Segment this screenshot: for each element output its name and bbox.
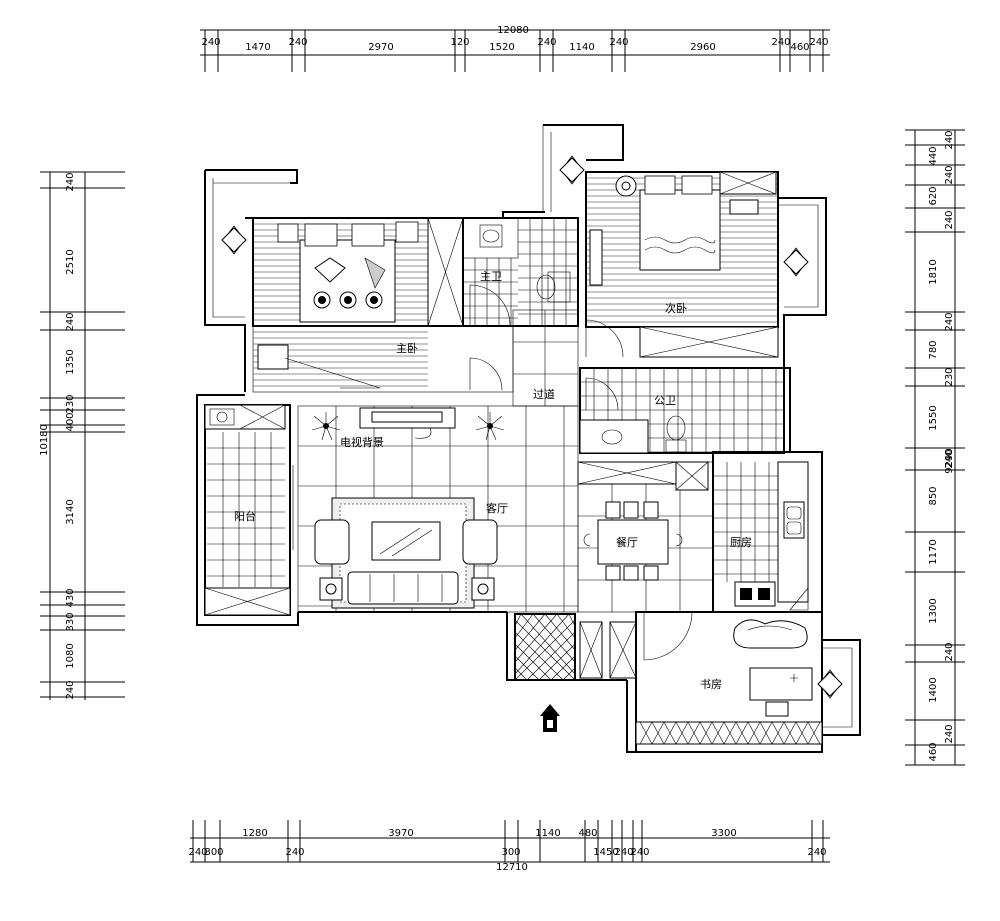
top-dimension-line: 12080 240 1470 240 2970 120 1520 240 114… — [200, 25, 830, 72]
dim-label: 620 — [928, 186, 939, 205]
balcony-label: 阳台 — [234, 509, 256, 523]
living-room-label: 客厅 — [486, 501, 508, 515]
dim-label: 1550 — [928, 405, 939, 430]
dim-label: 3300 — [711, 828, 736, 839]
dim-label: 1400 — [928, 677, 939, 702]
dim-label: 440 — [928, 146, 939, 165]
dim-label: 1140 — [535, 828, 560, 839]
dim-label: 2510 — [65, 249, 76, 274]
dim-label: 1450 — [593, 847, 618, 858]
dim-label: 3970 — [388, 828, 413, 839]
dim-label: 240 — [944, 642, 955, 661]
dim-label: 240 — [944, 165, 955, 184]
dining-room-label: 餐厅 — [616, 535, 638, 549]
second-bedroom: 次卧 — [585, 171, 779, 358]
study: 书房 — [635, 611, 823, 753]
dim-label: 1170 — [928, 539, 939, 564]
dim-label: 1470 — [245, 42, 270, 53]
top-total-dimension: 12080 — [497, 25, 529, 36]
dim-label: 230 — [944, 367, 955, 386]
bottom-dimension-line: 240 300 1280 240 3970 300 1140 480 1450 … — [188, 820, 830, 873]
dim-label: 230 — [65, 394, 76, 413]
dim-label: 1350 — [65, 349, 76, 374]
dim-label: 430 — [65, 588, 76, 607]
dim-label: 240 — [609, 37, 628, 48]
dim-label: 240 — [188, 847, 207, 858]
dim-label: 330 — [65, 612, 76, 631]
plant-icon — [783, 247, 809, 277]
master-bedroom-label: 主卧 — [396, 342, 418, 355]
plant-icon — [221, 225, 247, 255]
right-dimension-line: 240 440 240 620 240 1810 240 780 230 155… — [905, 129, 965, 766]
dim-label: 240 — [944, 210, 955, 229]
dim-label: 780 — [928, 340, 939, 359]
dim-label: 400 — [65, 412, 76, 431]
dim-label: 240 — [630, 847, 649, 858]
bottom-total-dimension: 12710 — [496, 862, 528, 873]
dim-label: 1140 — [569, 42, 594, 53]
dim-label: 460 — [928, 742, 939, 761]
dim-label: 2960 — [690, 42, 715, 53]
dim-label: 300 — [204, 847, 223, 858]
dim-label: 240 — [65, 680, 76, 699]
dim-label: 240 — [944, 312, 955, 331]
dim-label: 240 — [201, 37, 220, 48]
balcony: 阳台 — [204, 404, 294, 616]
study-label: 书房 — [700, 678, 722, 691]
dim-label: 1080 — [65, 643, 76, 668]
dim-label: 240 — [807, 847, 826, 858]
dim-label: 1520 — [489, 42, 514, 53]
dim-label: 850 — [928, 486, 939, 505]
public-bath: 公卫 — [579, 367, 785, 454]
master-bath: 主卫 — [462, 217, 579, 327]
entrance-arrow-icon — [540, 704, 560, 732]
second-bedroom-label: 次卧 — [665, 301, 687, 315]
master-bedroom: 主卧 — [252, 217, 514, 393]
dim-label: 240 — [944, 130, 955, 149]
tv-wall-label: 电视背景 — [340, 435, 384, 449]
dim-label: 480 — [578, 828, 597, 839]
corridor: 过道 — [512, 309, 579, 407]
dim-label: 240 — [944, 724, 955, 743]
dim-label: 240 — [614, 847, 633, 858]
dim-label: 120 — [450, 37, 469, 48]
dim-label: 1300 — [928, 598, 939, 623]
kitchen: 厨房 — [712, 451, 823, 613]
plant-icon — [311, 412, 341, 441]
dim-label: 240 — [65, 312, 76, 331]
master-bath-label: 主卫 — [480, 270, 502, 283]
dim-label: 240 — [771, 37, 790, 48]
public-bath-label: 公卫 — [654, 394, 676, 407]
entrance-storage — [514, 613, 637, 732]
dim-label: 240 — [809, 37, 828, 48]
dim-label: 240 — [285, 847, 304, 858]
dining-room: 餐厅 — [577, 461, 714, 613]
corridor-label: 过道 — [533, 387, 555, 401]
left-dimension-line: 10180 240 2510 240 1350 230 400 3140 430… — [39, 171, 125, 700]
dim-label: 2970 — [368, 42, 393, 53]
dim-label: 240 — [288, 37, 307, 48]
dim-label: 460 — [790, 42, 809, 53]
plant-icon — [475, 412, 505, 441]
right-total-dimension: 9290 — [944, 448, 955, 473]
dim-label: 240 — [944, 449, 955, 468]
dim-label: 1810 — [928, 259, 939, 284]
dim-label: 240 — [537, 37, 556, 48]
kitchen-label: 厨房 — [730, 536, 752, 549]
dim-label: 240 — [65, 172, 76, 191]
left-total-dimension: 10180 — [39, 424, 50, 456]
plant-icon — [559, 155, 585, 185]
plant-icon — [817, 669, 843, 699]
dim-label: 300 — [501, 847, 520, 858]
dim-label: 3140 — [65, 499, 76, 524]
dim-label: 1280 — [242, 828, 267, 839]
living-room: 电视背景 客厅 — [297, 405, 579, 613]
